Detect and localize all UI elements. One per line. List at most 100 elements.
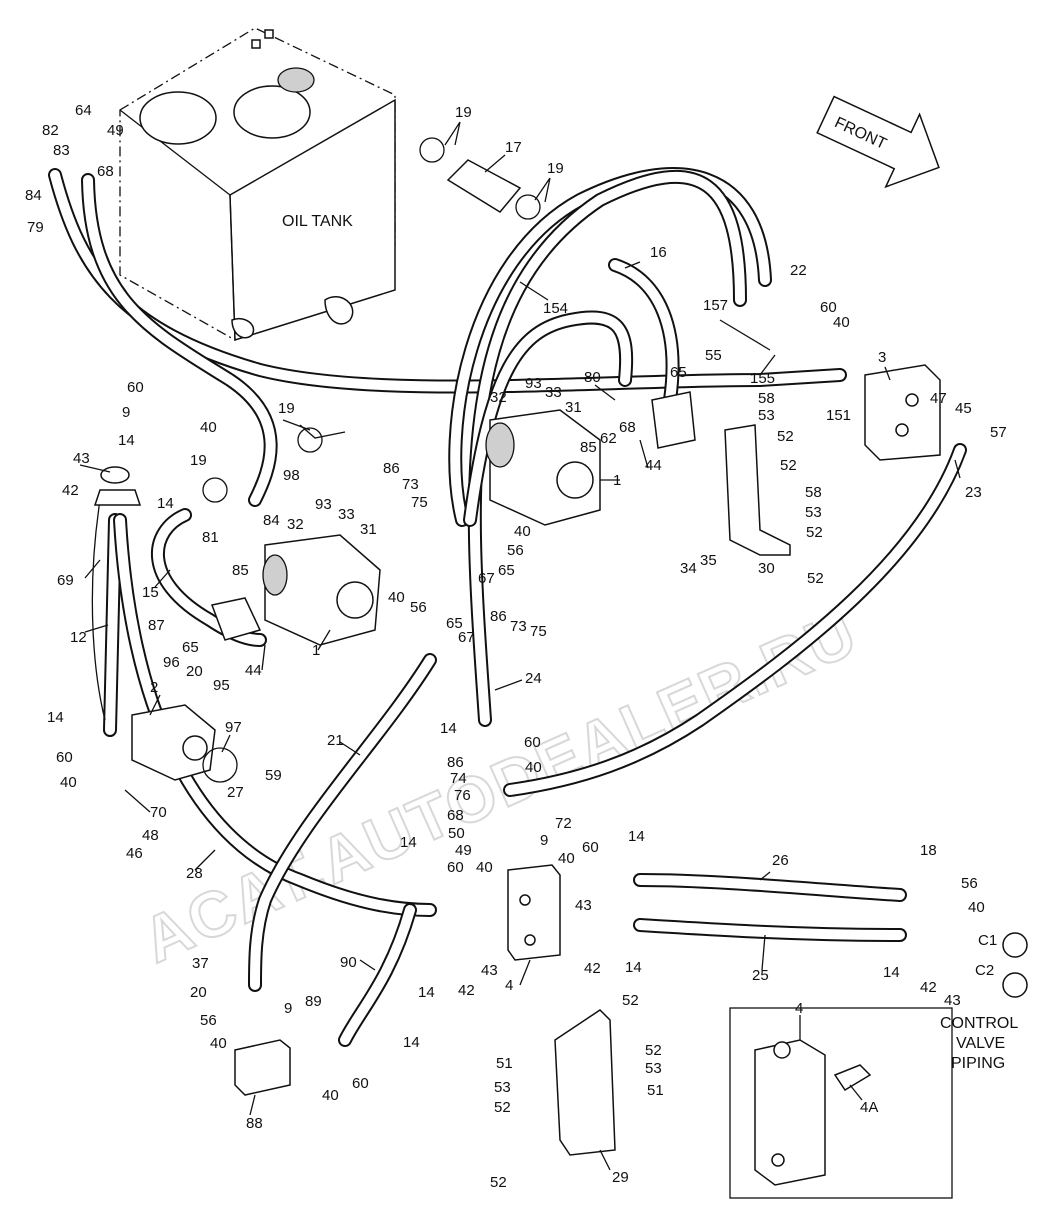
callout-55: 55: [705, 347, 722, 364]
callout-85-top: 85: [580, 439, 597, 456]
callout-40-c3: 40: [476, 859, 493, 876]
callout-155: 155: [750, 370, 775, 387]
callout-86-low: 86: [490, 608, 507, 625]
callout-14-c2: 14: [418, 984, 435, 1001]
callout-42-left: 42: [62, 482, 79, 499]
callout-52-f: 52: [645, 1042, 662, 1059]
callout-52-d: 52: [807, 570, 824, 587]
callout-69: 69: [57, 572, 74, 589]
callout-95: 95: [213, 677, 230, 694]
callout-40-r: 40: [833, 314, 850, 331]
callout-81: 81: [202, 529, 219, 546]
callout-33-top: 33: [545, 384, 562, 401]
callout-42-c2: 42: [458, 982, 475, 999]
callout-68-mid: 68: [619, 419, 636, 436]
callout-14-mid: 14: [440, 720, 457, 737]
callout-37: 37: [192, 955, 209, 972]
callout-14-l3: 14: [47, 709, 64, 726]
callout-14-r: 14: [628, 828, 645, 845]
callout-42-r: 42: [920, 979, 937, 996]
callout-22: 22: [790, 262, 807, 279]
callout-43-left: 43: [73, 450, 90, 467]
callout-96: 96: [163, 654, 180, 671]
callout-1-low: 1: [312, 642, 320, 659]
callout-90: 90: [340, 954, 357, 971]
callout-14-c: 14: [400, 834, 417, 851]
callout-83: 83: [53, 142, 70, 159]
callout-9-low: 9: [284, 1000, 292, 1017]
callout-86-c: 86: [447, 754, 464, 771]
callout-40-low: 40: [210, 1035, 227, 1052]
callout-59: 59: [265, 767, 282, 784]
callout-14-rr: 14: [883, 964, 900, 981]
callout-48: 48: [142, 827, 159, 844]
callout-40-rr: 40: [968, 899, 985, 916]
callout-53-l: 53: [494, 1079, 511, 1096]
callout-43-c2: 43: [481, 962, 498, 979]
hoses: [48, 159, 967, 1047]
callout-67-low: 67: [458, 629, 475, 646]
callout-60-left: 60: [127, 379, 144, 396]
callout-46: 46: [126, 845, 143, 862]
callout-53-r: 53: [645, 1060, 662, 1077]
callout-52-g: 52: [494, 1099, 511, 1116]
callout-67-mid: 67: [478, 570, 495, 587]
front-arrow: FRONT: [816, 95, 940, 189]
callout-20-mid: 20: [186, 663, 203, 680]
caption-line-3: PIPING: [951, 1055, 1005, 1072]
callout-31-top: 31: [565, 399, 582, 416]
callout-60-r: 60: [820, 299, 837, 316]
callout-65-left: 65: [182, 639, 199, 656]
callout-45: 45: [955, 400, 972, 417]
callout-25: 25: [752, 967, 769, 984]
callout-34: 34: [680, 560, 697, 577]
callout-27: 27: [227, 784, 244, 801]
callout-157: 157: [703, 297, 728, 314]
callout-14-l1: 14: [118, 432, 135, 449]
callout-47: 47: [930, 390, 947, 407]
inset-box: 4 4A: [729, 1000, 953, 1199]
callout-65-low: 65: [446, 615, 463, 632]
callout-60-c2: 60: [447, 859, 464, 876]
callout-40-l: 40: [60, 774, 77, 791]
callout-82: 82: [42, 122, 59, 139]
callout-97: 97: [225, 719, 242, 736]
callout-43-c: 43: [575, 897, 592, 914]
callout-15: 15: [142, 584, 159, 601]
callout-58-top: 58: [758, 390, 775, 407]
callout-31-mid: 31: [360, 521, 377, 538]
oil-tank: OIL TANK: [119, 27, 396, 342]
callout-154: 154: [543, 300, 568, 317]
callout-86-mid: 86: [383, 460, 400, 477]
inset-title: 4: [795, 1000, 803, 1017]
callout-52-e: 52: [622, 992, 639, 1009]
callout-60-mid: 60: [524, 734, 541, 751]
components: [93, 137, 1028, 1156]
c1-label: C1: [978, 932, 997, 949]
callout-85-mid: 85: [232, 562, 249, 579]
callout-84: 84: [25, 187, 42, 204]
callout-40-mid: 40: [514, 523, 531, 540]
callout-68-c: 68: [447, 807, 464, 824]
callout-4: 4: [505, 977, 513, 994]
callout-19-mid: 19: [547, 160, 564, 177]
callout-72: 72: [555, 815, 572, 832]
callout-74: 74: [450, 770, 467, 787]
callout-62: 62: [600, 430, 617, 447]
callout-151: 151: [826, 407, 851, 424]
callout-68: 68: [97, 163, 114, 180]
callout-49: 49: [107, 122, 124, 139]
callout-51-r: 51: [647, 1082, 664, 1099]
caption-line-2: VALVE: [956, 1035, 1005, 1052]
callout-14-l2: 14: [157, 495, 174, 512]
callout-17: 17: [505, 139, 522, 156]
callout-80: 80: [584, 369, 601, 386]
callout-32-mid: 32: [287, 516, 304, 533]
callout-50: 50: [448, 825, 465, 842]
callout-58-b: 58: [805, 484, 822, 501]
callout-2: 2: [150, 679, 158, 696]
callout-60-low: 60: [352, 1075, 369, 1092]
callout-19-low: 19: [190, 452, 207, 469]
callout-64: 64: [75, 102, 92, 119]
